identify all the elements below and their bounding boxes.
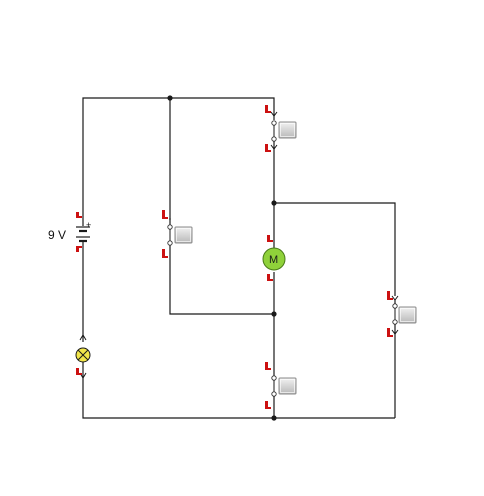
junctions (167, 95, 277, 421)
switch-bottom-pin-lower-foot (265, 407, 271, 409)
motor-pin-bottom-foot (267, 279, 273, 281)
lamp-cross-icon (77, 349, 89, 361)
switch-bottom-contact-lower (271, 391, 277, 397)
switch-left (162, 210, 193, 258)
lamp (75, 334, 91, 379)
switch-right (387, 291, 417, 337)
battery: 9 V + (48, 212, 91, 252)
motor-pin-top[interactable] (267, 235, 270, 242)
wires (82, 97, 396, 419)
wire-left-branch-bottom (169, 245, 274, 315)
switch-right-contact-lower (392, 319, 398, 325)
battery-plus-sign: + (86, 220, 91, 230)
switch-right-button[interactable] (398, 306, 417, 324)
switch-bottom-pin-upper-foot (265, 368, 271, 370)
switch-left-pin-upper-foot (162, 217, 168, 219)
battery-pin-top[interactable] (76, 212, 79, 218)
switch-top-pin-upper[interactable] (265, 105, 268, 113)
switch-bottom-button[interactable] (278, 377, 297, 395)
lamp-arrow-top (79, 334, 87, 341)
motor-pin-bottom[interactable] (267, 274, 270, 281)
lamp-pin-foot (76, 373, 82, 375)
switch-right-pin-lower[interactable] (387, 328, 390, 337)
battery-pin-bottom[interactable] (76, 246, 79, 252)
wire-top-rail (82, 97, 275, 215)
lamp-pin[interactable] (76, 368, 79, 375)
switch-right-pin-upper-foot (387, 298, 393, 300)
switch-top-contact-upper (271, 120, 277, 126)
switch-bottom-pin-upper[interactable] (265, 362, 268, 370)
switch-bottom (265, 362, 297, 409)
switch-top-button[interactable] (278, 121, 297, 139)
junction-node (271, 415, 277, 421)
switch-right-arrow-lower (391, 329, 399, 335)
switch-left-pin-lower[interactable] (162, 249, 165, 258)
motor-icon (262, 247, 286, 271)
motor: M (262, 235, 286, 281)
switch-right-pin-upper[interactable] (387, 291, 390, 300)
battery-pin-bottom-foot (76, 246, 82, 248)
switch-left-contact-lower (167, 240, 173, 246)
switch-top-pin-lower[interactable] (265, 144, 268, 152)
switch-left-button[interactable] (174, 226, 193, 244)
motor-pin-top-foot (267, 240, 273, 242)
battery-pin-top-foot (76, 216, 82, 218)
switch-left-pin-upper[interactable] (162, 210, 165, 219)
switch-top-contact-lower (271, 136, 277, 142)
switch-top-arrow-lower (270, 144, 278, 150)
switch-right-pin-lower-foot (387, 335, 393, 337)
wire-right-loop-top (274, 202, 396, 296)
switch-right-contact-upper (392, 303, 398, 309)
switch-top-pin-lower-foot (265, 150, 271, 152)
switch-bottom-pin-lower[interactable] (265, 401, 268, 409)
junction-node (167, 95, 173, 101)
junction-node (271, 311, 277, 317)
switch-left-contact-upper (167, 224, 173, 230)
wire-bottom-rail (82, 378, 395, 419)
junction-node (271, 200, 277, 206)
switch-left-pin-lower-foot (162, 256, 168, 258)
switch-bottom-contact-upper (271, 375, 277, 381)
motor-label: M (269, 254, 278, 266)
battery-voltage-label: 9 V (48, 228, 66, 242)
switch-top-pin-upper-foot (265, 111, 271, 113)
switch-top (265, 105, 297, 152)
